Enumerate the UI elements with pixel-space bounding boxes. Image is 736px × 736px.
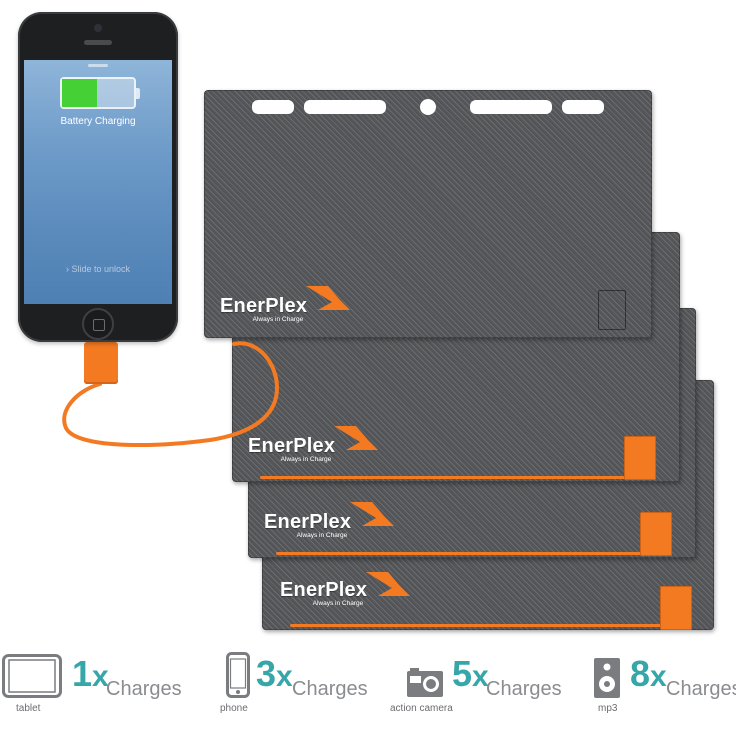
tablet-icon — [2, 654, 62, 698]
smartphone: Battery Charging › Slide to unlock — [18, 12, 178, 342]
usb-port — [660, 586, 692, 630]
stat-count: 1x — [72, 653, 109, 694]
front-camera-icon — [94, 24, 102, 32]
lightning-connector — [84, 342, 118, 384]
battery-level-fill — [62, 79, 97, 107]
battery-charging-text: Battery Charging — [60, 116, 136, 127]
stat-count: 8x — [630, 653, 667, 694]
stat-word: Charges — [486, 678, 562, 700]
panel-orange-stripe — [290, 624, 670, 627]
brand-swoosh-icon — [350, 502, 394, 526]
slide-to-unlock-label: Slide to unlock — [71, 264, 131, 274]
stat-count: 5x — [452, 653, 489, 694]
mp3-icon — [594, 658, 620, 698]
stat-label: mp3 — [598, 703, 618, 714]
brand-swoosh-icon — [366, 572, 410, 596]
brand-swoosh-icon — [306, 286, 350, 310]
stat-word: Charges — [292, 678, 368, 700]
slide-to-unlock[interactable]: › Slide to unlock — [65, 264, 131, 274]
mounting-slot — [562, 100, 604, 114]
stat-action-camera: 5x Charges action camera — [386, 648, 576, 736]
earpiece — [84, 40, 112, 45]
stat-phone: 3x Charges phone — [216, 648, 376, 736]
charge-stats: 1x Charges tablet 3x Charges phone 5x Ch… — [0, 648, 736, 736]
stat-mp3: 8x Charges mp3 — [590, 648, 736, 736]
brand-logo: EnerPlex Always in Charge — [220, 295, 308, 323]
stat-tablet: 1x Charges tablet — [0, 648, 190, 736]
home-button[interactable] — [82, 308, 114, 340]
panel-orange-stripe — [276, 552, 646, 555]
usb-port — [640, 512, 672, 556]
panel-orange-stripe — [260, 476, 630, 479]
solar-panel-1: EnerPlex Always in Charge — [204, 90, 652, 338]
battery-tip — [136, 88, 140, 99]
notification-grip — [88, 64, 108, 67]
brand-swoosh-icon — [334, 426, 378, 450]
mounting-slot — [304, 100, 386, 114]
phone-icon — [226, 652, 250, 698]
brand-logo: EnerPlex Always in Charge — [248, 435, 336, 463]
port-cutout — [598, 290, 626, 330]
stat-label: tablet — [16, 703, 41, 714]
brand-logo: EnerPlex Always in Charge — [280, 579, 368, 607]
brand-logo: EnerPlex Always in Charge — [264, 511, 352, 539]
stat-label: action camera — [390, 703, 453, 714]
usb-port — [624, 436, 656, 480]
mounting-slot — [252, 100, 294, 114]
stat-count: 3x — [256, 653, 293, 694]
stat-label: phone — [220, 703, 248, 714]
stat-word: Charges — [666, 678, 736, 700]
battery-icon — [60, 77, 140, 109]
mounting-hole — [420, 99, 436, 115]
action-camera-icon — [407, 668, 443, 697]
stat-word: Charges — [106, 678, 182, 700]
phone-screen: Battery Charging › Slide to unlock — [24, 60, 172, 304]
mounting-slot — [470, 100, 552, 114]
